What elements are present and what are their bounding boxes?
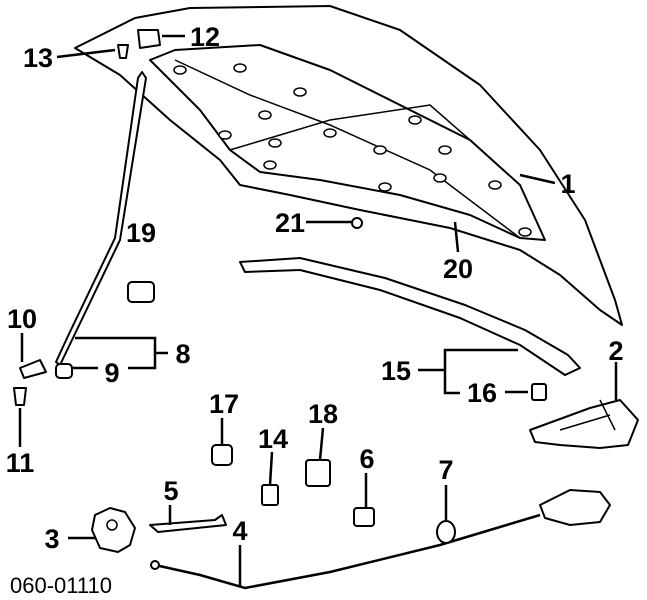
drawing-code: 060-01110 xyxy=(10,573,112,598)
callout-18: 18 xyxy=(308,399,338,429)
callout-4: 4 xyxy=(232,516,247,546)
hood-panel xyxy=(74,5,623,326)
hood-seal xyxy=(239,257,581,376)
callout-20: 20 xyxy=(443,254,473,284)
callout-8: 8 xyxy=(175,339,190,369)
release-cable xyxy=(150,513,541,590)
callout-6: 6 xyxy=(359,444,374,474)
cable-bracket-7 xyxy=(436,489,611,544)
callout-14: 14 xyxy=(258,424,288,454)
callout-5: 5 xyxy=(163,476,178,506)
callout-12: 12 xyxy=(190,22,220,52)
callout-2: 2 xyxy=(608,336,623,366)
prop-rod xyxy=(55,71,147,366)
callout-labels: 1 2 3 4 5 6 7 8 9 10 11 12 13 14 15 16 1… xyxy=(6,22,624,598)
callout-15: 15 xyxy=(381,356,411,386)
callout-9: 9 xyxy=(104,358,119,388)
callout-16: 16 xyxy=(467,378,497,408)
leader-lines xyxy=(18,34,618,586)
hinge-bracket xyxy=(529,399,639,449)
latch-rod xyxy=(149,514,227,533)
callout-3: 3 xyxy=(44,524,59,554)
callout-10: 10 xyxy=(7,304,37,334)
callout-11: 11 xyxy=(6,448,35,478)
callout-13: 13 xyxy=(23,43,53,73)
callout-19: 19 xyxy=(126,218,156,248)
callout-17: 17 xyxy=(209,389,239,419)
callout-1: 1 xyxy=(560,169,575,199)
hood-latch xyxy=(91,507,136,553)
callout-21: 21 xyxy=(275,208,305,238)
callout-7: 7 xyxy=(438,455,453,485)
